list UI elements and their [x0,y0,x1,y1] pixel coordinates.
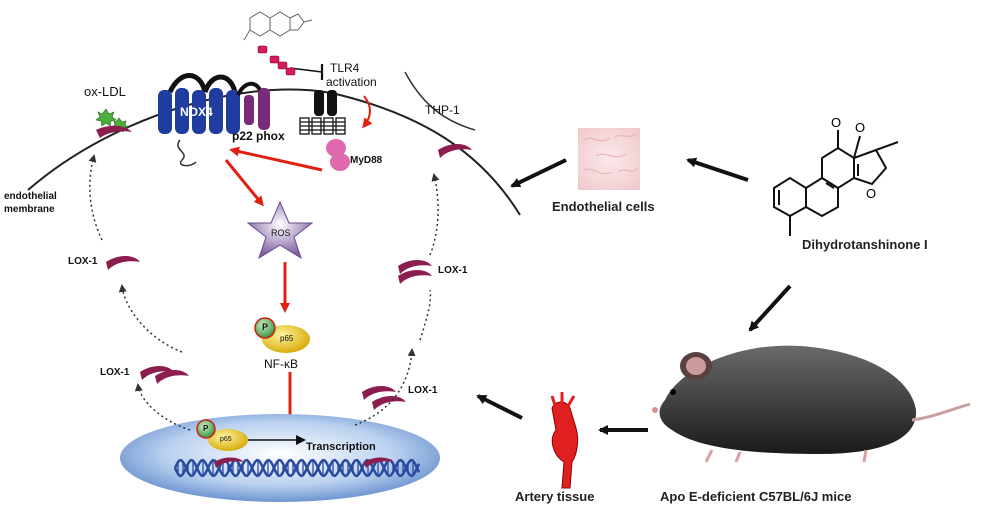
ros-label: ROS [271,228,291,238]
nucleus [120,414,440,502]
mice-label: Apo E-deficient C57BL/6J mice [660,489,852,504]
lox1-label-lower-left: LOX-1 [100,367,130,378]
phospho-nucleus [196,419,216,439]
nox4-protein [158,73,240,134]
tlr4-inhibition [289,64,324,80]
tlr4-to-myd88-arrow [362,95,373,129]
myd88-label: MyD88 [350,155,383,166]
artery-tissue-label: Artery tissue [515,489,595,504]
p22phox-label: p22 phox [232,129,285,143]
lox1-trafficking-arrows [88,154,440,431]
p65-nucleus [208,429,248,451]
tlr4-label: TLR4 [330,61,360,75]
mouse-image [652,345,971,463]
nox4-to-ros-arrow [224,159,264,207]
phospho-label: P [262,322,269,332]
lox1-label-lower-right: LOX-1 [408,385,438,396]
carbonyl-o-1: O [831,115,841,130]
compound-name-label: Dihydrotanshinone I [802,237,928,252]
lox1-receptor-membrane-left [96,125,132,138]
dihydrotanshinone-structure [773,130,899,236]
lox1-label-upper-right: LOX-1 [438,265,468,276]
ros-star [246,200,314,260]
ox-ldl-label: ox-LDL [84,84,126,99]
thp1-label: THP-1 [425,103,460,117]
nox4-label: NOX4 [180,105,213,119]
myd88-protein [326,139,350,171]
p65-nucleus-label: p65 [220,436,232,443]
endothelial-membrane-label: endothelial membrane [4,191,57,215]
artery-tissue-image [550,392,579,489]
activation-label: activation [326,75,377,89]
nox4-tail-squiggle [177,139,197,167]
phospho-nucleus-label: P [203,424,209,433]
small-compound-structure [243,11,313,41]
transcription-label: Transcription [306,441,376,453]
endothelial-cells-label: Endothelial cells [552,199,655,214]
carbonyl-o-2: O [855,120,865,135]
workflow-arrows [476,157,792,435]
furan-o: O [866,186,876,201]
myd88-to-nox4-arrow [229,146,323,172]
nfkb-label: NF-κB [264,357,298,371]
lox1-gene-marker-left [214,457,244,468]
lox1-gene-marker-right [364,457,394,468]
phospho-group [254,317,276,339]
tlr4-receptor [299,90,346,135]
lox1-receptors [106,144,472,410]
p22phox-protein [236,81,270,130]
lox1-label-upper-left: LOX-1 [68,256,98,267]
thp1-cell-curve [404,71,476,131]
endothelial-cells-image [578,128,640,190]
p65-label: p65 [280,334,294,343]
drug-molecules [257,45,296,76]
